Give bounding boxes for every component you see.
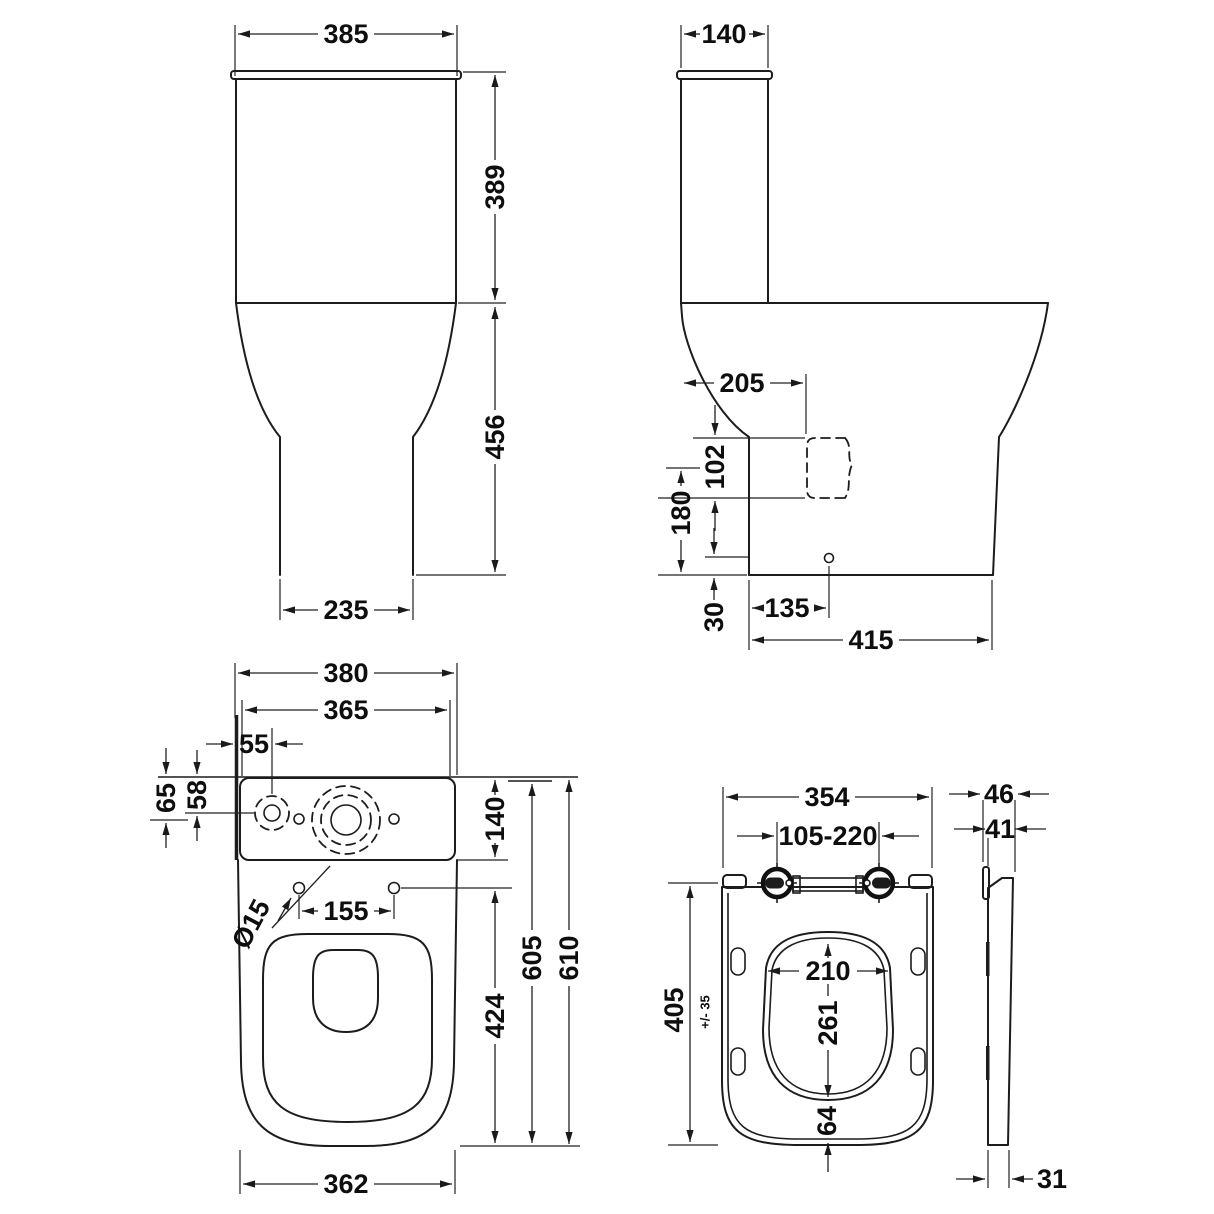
hinge-left xyxy=(757,863,797,903)
cistern-body-side xyxy=(680,78,769,304)
hinge-bar xyxy=(792,877,864,892)
seat-inner-outline xyxy=(727,893,928,1140)
dim-side-outlet-height: 102 xyxy=(700,444,730,489)
seat-aperture-inner xyxy=(768,937,888,1095)
seat-ear-right xyxy=(908,874,933,889)
dim-plan-inlet-centre-depth: 58 xyxy=(182,780,212,810)
dim-plan-fixing-hole-spacing: 155 xyxy=(323,896,368,926)
dim-front-pan-height: 456 xyxy=(480,414,510,459)
dim-seat-length: 405 xyxy=(659,987,689,1032)
dim-seat-profile-mid: 41 xyxy=(985,814,1015,844)
seat-fixing-hole-left xyxy=(292,881,306,895)
seat-view: 354 105-220 210 261 64 405 +/- 35 xyxy=(659,779,1067,1194)
cistern-lid-side xyxy=(676,70,773,80)
cistern-body-front xyxy=(235,78,457,304)
dim-seat-length-tolerance: +/- 35 xyxy=(698,995,713,1029)
plan-view: 380 365 55 65 58 Ø15 155 1 xyxy=(150,658,584,1199)
dim-seat-aperture-width: 210 xyxy=(805,956,850,986)
cistern-lid-front xyxy=(230,70,462,80)
dim-side-fixing-hole-height: 30 xyxy=(699,602,729,632)
dim-side-fixing-hole-setback: 135 xyxy=(764,593,809,623)
seat-aperture-outer xyxy=(762,931,894,1101)
dim-plan-bowl-projection: 424 xyxy=(480,993,510,1038)
side-fixing-hole xyxy=(823,552,835,564)
hinge-right xyxy=(859,863,899,903)
dim-seat-hinge-adjust: 105-220 xyxy=(778,821,877,851)
cistern-fixing-hole-right xyxy=(388,813,400,825)
dim-seat-profile-top: 46 xyxy=(984,779,1014,809)
dim-side-base-depth: 415 xyxy=(848,625,893,655)
seat-profile-hinge-tab xyxy=(982,866,990,900)
inlet-hole-dashed xyxy=(254,795,290,831)
dim-plan-inlet-offset: 55 xyxy=(239,729,269,759)
dim-plan-fixing-hole-dia: Ø15 xyxy=(226,894,276,953)
seat-profile xyxy=(982,866,1014,1146)
flush-valve-hole xyxy=(330,804,362,836)
dim-plan-length-to-front: 605 xyxy=(517,935,547,980)
cistern-fixing-hole-left xyxy=(293,813,305,825)
dim-side-outlet-setback: 205 xyxy=(719,368,764,398)
pedestal-back-side xyxy=(680,302,750,576)
pan-plan-outline xyxy=(237,859,458,1147)
cistern-plan-outline xyxy=(239,777,456,861)
dim-plan-overall-length: 610 xyxy=(554,935,584,980)
dim-plan-base-front-width: 362 xyxy=(323,1169,368,1199)
pan-water-area xyxy=(312,949,379,1033)
soil-outlet-dashed xyxy=(806,437,846,499)
dim-seat-width: 354 xyxy=(804,782,849,812)
soil-outlet-break-line xyxy=(844,437,854,499)
seat-profile-body xyxy=(987,877,1014,1146)
seat-ear-left xyxy=(722,874,747,889)
dim-seat-profile-bottom: 31 xyxy=(1037,1164,1067,1194)
dim-side-outlet-centre-height: 180 xyxy=(666,490,696,535)
seat-bumpers xyxy=(730,947,926,1076)
seat-profile-bumper-bottom xyxy=(986,1046,990,1080)
seat-profile-bumper-top xyxy=(986,942,990,976)
flush-valve-dashed-inner xyxy=(320,794,372,846)
pan-rim-inner xyxy=(262,933,433,1123)
dim-side-cistern-depth: 140 xyxy=(701,19,746,49)
dim-plan-inlet-depth: 65 xyxy=(151,783,181,813)
flush-valve-dashed-outer xyxy=(311,785,381,855)
dim-front-overall-width: 385 xyxy=(323,19,368,49)
front-view: 385 389 456 235 xyxy=(230,19,510,625)
inlet-hole xyxy=(263,804,281,822)
dim-plan-overall-width: 380 xyxy=(323,658,368,688)
dim-front-cistern-height: 389 xyxy=(480,164,510,209)
seat-fixing-hole-right xyxy=(387,881,401,895)
dim-front-base-width: 235 xyxy=(323,595,368,625)
dim-seat-aperture-depth: 261 xyxy=(813,1000,843,1045)
pedestal-outline-front xyxy=(235,302,457,576)
dim-seat-front-depth: 64 xyxy=(812,1106,842,1136)
dim-plan-cistern-width: 365 xyxy=(323,695,368,725)
dim-plan-cistern-front-depth: 140 xyxy=(480,796,510,841)
side-view: 140 205 102 180 30 135 415 xyxy=(658,19,1049,655)
bowl-front-side xyxy=(992,302,1049,576)
